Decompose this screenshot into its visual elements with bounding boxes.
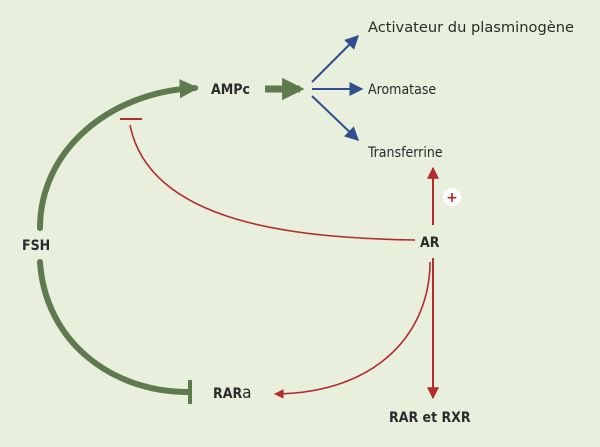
plus-badge-text: + xyxy=(446,190,458,206)
fsh-to-rara-inhibition xyxy=(37,259,191,395)
plus-badge xyxy=(443,188,461,206)
ar-to-ampc-inhibition xyxy=(129,124,416,241)
node-rar-rxr: RAR et RXR xyxy=(389,410,471,426)
target-transferrine: Transferrine xyxy=(367,145,443,161)
node-ampc: AMPc xyxy=(211,82,250,98)
ar-to-rara-arrow xyxy=(274,261,431,399)
node-ar: AR xyxy=(420,235,440,251)
target-aromatase: Aromatase xyxy=(368,82,436,98)
node-rara-main: RAR xyxy=(213,386,242,402)
arrow-to-activateur xyxy=(311,35,359,83)
fsh-to-ampc-arrow xyxy=(37,79,199,231)
target-activateur: Activateur du plasminogène xyxy=(368,20,574,36)
node-fsh: FSH xyxy=(22,238,50,254)
node-rara: RARa xyxy=(213,383,252,403)
node-rara-suffix: a xyxy=(242,383,251,403)
arrow-to-transferrine xyxy=(311,95,360,141)
